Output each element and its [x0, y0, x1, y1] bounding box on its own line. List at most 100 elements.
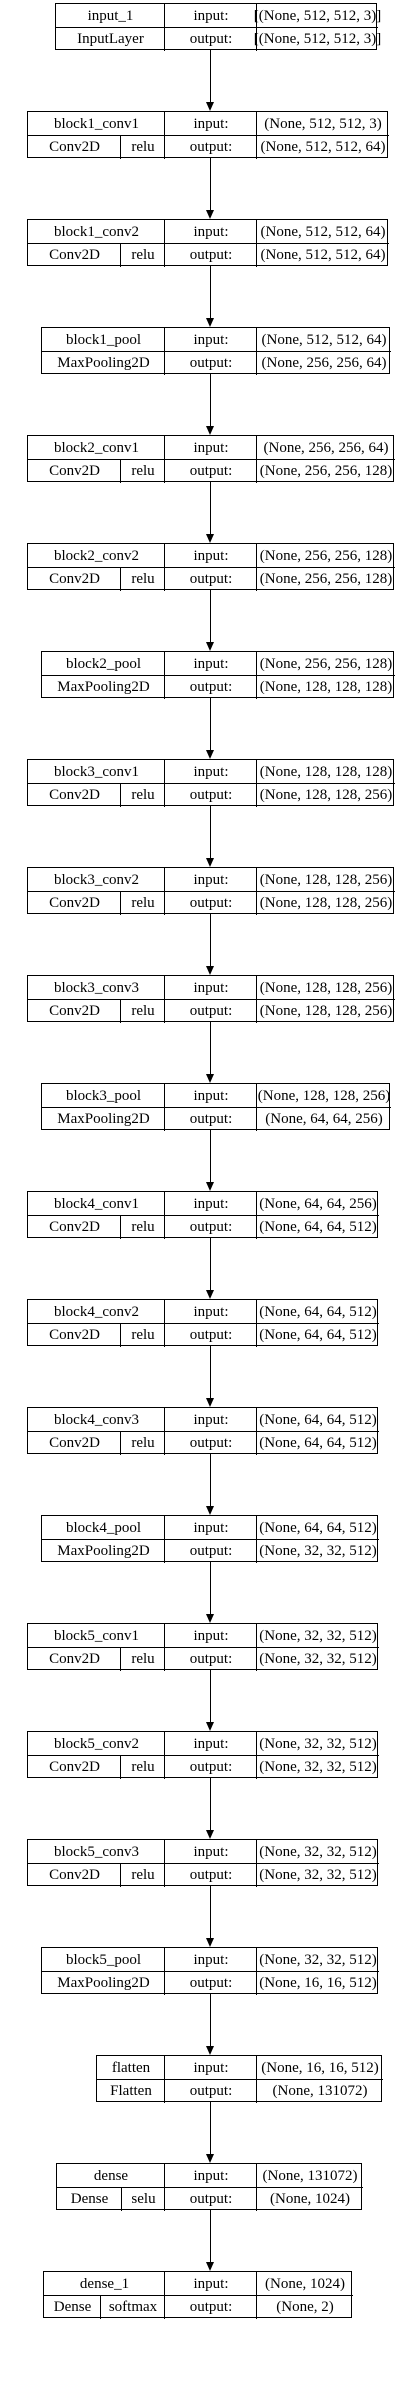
divider [28, 1431, 379, 1432]
divider [256, 976, 257, 1023]
arrowhead [206, 318, 214, 327]
layer-name: block4_conv2 [54, 1303, 139, 1320]
layer-activation: relu [131, 1759, 155, 1775]
input-shape: (None, 64, 64, 512) [259, 1411, 377, 1428]
input-label: input: [193, 1843, 229, 1860]
input-label: input: [193, 1627, 229, 1644]
arrowhead [206, 966, 214, 975]
divider [256, 436, 257, 483]
divider [42, 1971, 379, 1972]
output-shape: (None, 128, 128, 256) [259, 895, 393, 911]
divider [256, 652, 257, 699]
divider [164, 2056, 165, 2103]
output-shape: (None, 1024) [270, 2191, 350, 2207]
divider [28, 999, 395, 1000]
output-label: output: [189, 2191, 233, 2207]
input-label: input: [193, 1951, 229, 1968]
output-label: output: [189, 1975, 233, 1991]
arrowhead [206, 1182, 214, 1191]
input-label: input: [193, 1195, 229, 1212]
layer-name: input_1 [87, 7, 134, 24]
input-shape: (None, 64, 64, 512) [259, 1303, 377, 1320]
divider [256, 220, 257, 267]
output-shape: [(None, 512, 512, 3)] [253, 31, 382, 47]
output-label: output: [189, 787, 233, 803]
output-label: output: [189, 1651, 233, 1667]
input-shape: (None, 128, 128, 256) [259, 979, 393, 996]
output-label: output: [189, 1435, 233, 1451]
edge-line [210, 698, 211, 751]
layer-activation: relu [131, 1327, 155, 1343]
divider [120, 1756, 121, 1779]
layer-type: Conv2D [49, 1867, 100, 1883]
divider [256, 4, 257, 51]
divider [256, 2272, 257, 2319]
divider [256, 328, 257, 375]
divider [164, 760, 165, 807]
input-label: input: [193, 871, 229, 888]
divider [164, 544, 165, 591]
input-label: input: [193, 655, 229, 672]
divider [28, 459, 395, 460]
divider [256, 1192, 257, 1239]
output-label: output: [189, 247, 233, 263]
arrowhead [206, 2262, 214, 2271]
input-label: input: [193, 547, 229, 564]
layer-name: block4_conv1 [54, 1195, 139, 1212]
divider [120, 1432, 121, 1455]
divider [121, 2188, 122, 2211]
layer-name: block4_pool [66, 1519, 141, 1536]
input-label: input: [193, 1087, 229, 1104]
edge-line [210, 2102, 211, 2155]
edge-line [210, 806, 211, 859]
layer-activation: relu [131, 139, 155, 155]
input-shape: (None, 128, 128, 256) [259, 871, 393, 888]
divider [256, 1948, 257, 1995]
input-label: input: [193, 1303, 229, 1320]
input-shape: [(None, 512, 512, 3)] [253, 7, 382, 24]
divider [256, 544, 257, 591]
input-shape: (None, 32, 32, 512) [259, 1627, 377, 1644]
input-shape: (None, 1024) [265, 2275, 345, 2292]
output-label: output: [189, 31, 233, 47]
divider [120, 1216, 121, 1239]
input-label: input: [193, 115, 229, 132]
edge-line [210, 1778, 211, 1831]
divider [164, 976, 165, 1023]
input-label: input: [193, 1735, 229, 1752]
divider [164, 868, 165, 915]
arrowhead [206, 750, 214, 759]
divider [164, 436, 165, 483]
layer-activation: relu [131, 1003, 155, 1019]
input-shape: (None, 128, 128, 128) [259, 763, 393, 780]
divider [164, 2272, 165, 2319]
layer-activation: relu [131, 463, 155, 479]
input-shape: (None, 256, 256, 128) [259, 655, 393, 672]
divider [120, 892, 121, 915]
input-shape: (None, 256, 256, 64) [263, 439, 389, 456]
layer-name: block2_pool [66, 655, 141, 672]
layer-type: Conv2D [49, 1327, 100, 1343]
divider [164, 652, 165, 699]
output-label: output: [189, 1003, 233, 1019]
layer-type: Conv2D [49, 139, 100, 155]
input-label: input: [193, 1411, 229, 1428]
output-shape: (None, 32, 32, 512) [259, 1867, 377, 1883]
layer-type: Conv2D [49, 1759, 100, 1775]
divider [164, 1408, 165, 1455]
arrowhead [206, 1074, 214, 1083]
divider [120, 1324, 121, 1347]
layer-type: Conv2D [49, 1003, 100, 1019]
output-shape: (None, 512, 512, 64) [260, 139, 386, 155]
divider [28, 1755, 379, 1756]
divider [256, 112, 257, 159]
